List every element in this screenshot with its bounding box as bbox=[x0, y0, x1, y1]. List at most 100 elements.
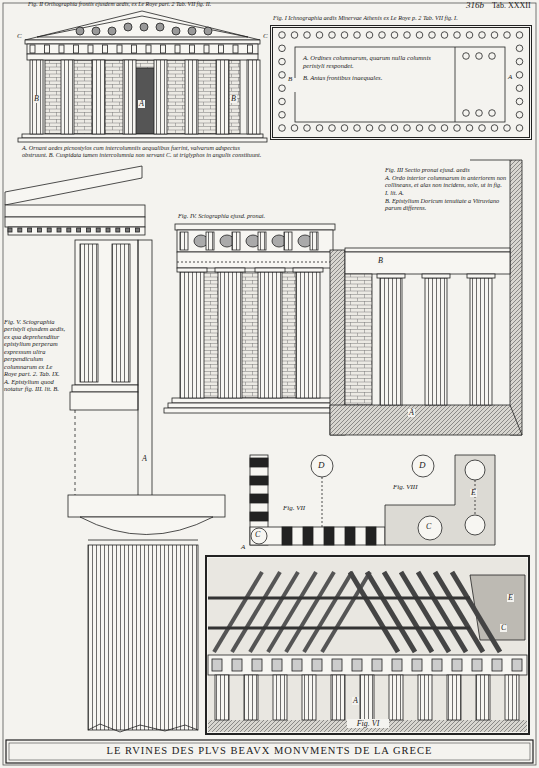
temple-elevation bbox=[45, 60, 240, 134]
pronaos-view bbox=[164, 224, 346, 413]
temple-elevation bbox=[59, 45, 64, 53]
pronaos-view bbox=[258, 272, 282, 398]
corner-detail-plan bbox=[324, 527, 334, 545]
temple-plan bbox=[341, 32, 348, 39]
roof-structure-view bbox=[389, 675, 403, 720]
roof-structure-view bbox=[208, 627, 470, 630]
pronaos-view bbox=[293, 268, 323, 272]
temple-elevation bbox=[25, 11, 260, 40]
temple-plan bbox=[463, 53, 470, 60]
temple-plan bbox=[441, 32, 448, 39]
pronaos-view bbox=[215, 268, 245, 272]
pronaos-view bbox=[218, 272, 242, 398]
figure-frame: Fig. VI bbox=[205, 555, 530, 735]
corner-detail-plan bbox=[250, 512, 268, 521]
caption-text: Fig. V. Sciographia peristyli ejusdem ae… bbox=[4, 318, 66, 393]
caption-text: A. Ornant aedes picnostylos cum intercol… bbox=[22, 144, 262, 158]
corner-detail-plan bbox=[311, 455, 333, 477]
temple-plan bbox=[476, 110, 483, 117]
roof-structure-view bbox=[212, 659, 222, 671]
temple-elevation bbox=[216, 60, 229, 134]
peristyle-section bbox=[5, 166, 142, 205]
roof-structure-view bbox=[470, 575, 525, 640]
roof-structure-view bbox=[512, 659, 522, 671]
temple-elevation bbox=[61, 60, 74, 134]
corner-detail-plan bbox=[250, 527, 385, 545]
temple-elevation bbox=[123, 60, 136, 134]
figure-heading: Fig. VI bbox=[347, 719, 389, 728]
peristyle-section bbox=[80, 517, 213, 535]
roof-structure-view bbox=[208, 558, 527, 732]
roof-structure-view bbox=[273, 675, 287, 720]
roof-structure-view bbox=[252, 659, 262, 671]
temple-elevation bbox=[27, 54, 258, 60]
temple-plan bbox=[489, 53, 496, 60]
pronaos-section bbox=[422, 274, 450, 278]
pronaos-view bbox=[168, 403, 342, 408]
temple-plan bbox=[391, 32, 398, 39]
roof-structure-view bbox=[372, 659, 382, 671]
pronaos-view bbox=[175, 224, 335, 230]
roof-structure-view bbox=[476, 675, 490, 720]
caption-text: Fig. III Sectio pronai ejusd. aedis bbox=[385, 166, 507, 173]
roof-structure-view bbox=[360, 675, 374, 720]
temple-plan bbox=[489, 110, 496, 117]
temple-plan bbox=[404, 125, 411, 132]
figure-heading: Fig. I Ichnographia aedis Minervae Athen… bbox=[273, 14, 535, 21]
roof-structure-view bbox=[412, 659, 422, 671]
peristyle-section bbox=[77, 228, 81, 232]
temple-plan bbox=[455, 47, 456, 122]
temple-elevation bbox=[92, 60, 105, 134]
pronaos-view bbox=[232, 232, 240, 250]
corner-detail-plan bbox=[250, 455, 268, 545]
corner-detail-plan bbox=[250, 494, 268, 503]
caption-text: Fig. VII bbox=[282, 505, 306, 512]
peristyle-section bbox=[5, 217, 145, 227]
title-banner bbox=[6, 740, 533, 763]
temple-plan bbox=[466, 125, 473, 132]
pronaos-section bbox=[330, 405, 522, 435]
temple-plan bbox=[504, 32, 511, 39]
callout-letter: B bbox=[230, 95, 237, 103]
peristyle-section bbox=[57, 228, 61, 232]
corner-detail-plan bbox=[412, 455, 434, 477]
temple-plan bbox=[279, 32, 523, 132]
roof-structure-view bbox=[312, 659, 322, 671]
callout-letter: E bbox=[507, 594, 514, 602]
peristyle-section bbox=[5, 205, 145, 217]
temple-elevation bbox=[18, 11, 267, 142]
temple-plan bbox=[279, 32, 286, 39]
temple-plan bbox=[476, 53, 483, 60]
roof-structure-view bbox=[208, 597, 470, 600]
peristyle-section bbox=[8, 228, 12, 232]
callout-letter: D bbox=[419, 460, 426, 470]
pronaos-view bbox=[206, 232, 214, 250]
corner-detail-plan bbox=[250, 476, 268, 485]
temple-plan bbox=[463, 110, 470, 117]
temple-plan bbox=[279, 72, 286, 79]
roof-structure-view bbox=[208, 558, 527, 732]
pronaos-section bbox=[345, 248, 510, 252]
pronaos-section bbox=[330, 160, 522, 435]
temple-elevation bbox=[30, 45, 35, 53]
corner-detail-plan bbox=[385, 455, 495, 545]
peristyle-section bbox=[138, 240, 152, 530]
roof-structure-view bbox=[332, 659, 342, 671]
temple-elevation bbox=[45, 45, 50, 53]
plan-frame: Fig. I Ichnographia aedis Minervae Athen… bbox=[270, 25, 532, 140]
temple-plan bbox=[279, 125, 286, 132]
temple-elevation bbox=[233, 45, 238, 53]
temple-elevation bbox=[132, 45, 137, 53]
temple-plan bbox=[291, 125, 298, 132]
temple-elevation bbox=[161, 45, 166, 53]
caption-text: B. Epistylium Doricum tenuitate a Vitruv… bbox=[385, 197, 507, 211]
temple-plan bbox=[416, 125, 423, 132]
temple-elevation bbox=[248, 45, 253, 53]
note-text: A. Ordines columnarum, quarum nulla colu… bbox=[303, 54, 433, 69]
pronaos-view bbox=[180, 272, 204, 398]
temple-plan bbox=[516, 32, 523, 39]
caption-text: Tab. XXXII bbox=[492, 1, 531, 10]
temple-plan bbox=[454, 125, 461, 132]
temple-elevation bbox=[190, 45, 195, 53]
temple-plan bbox=[491, 32, 498, 39]
